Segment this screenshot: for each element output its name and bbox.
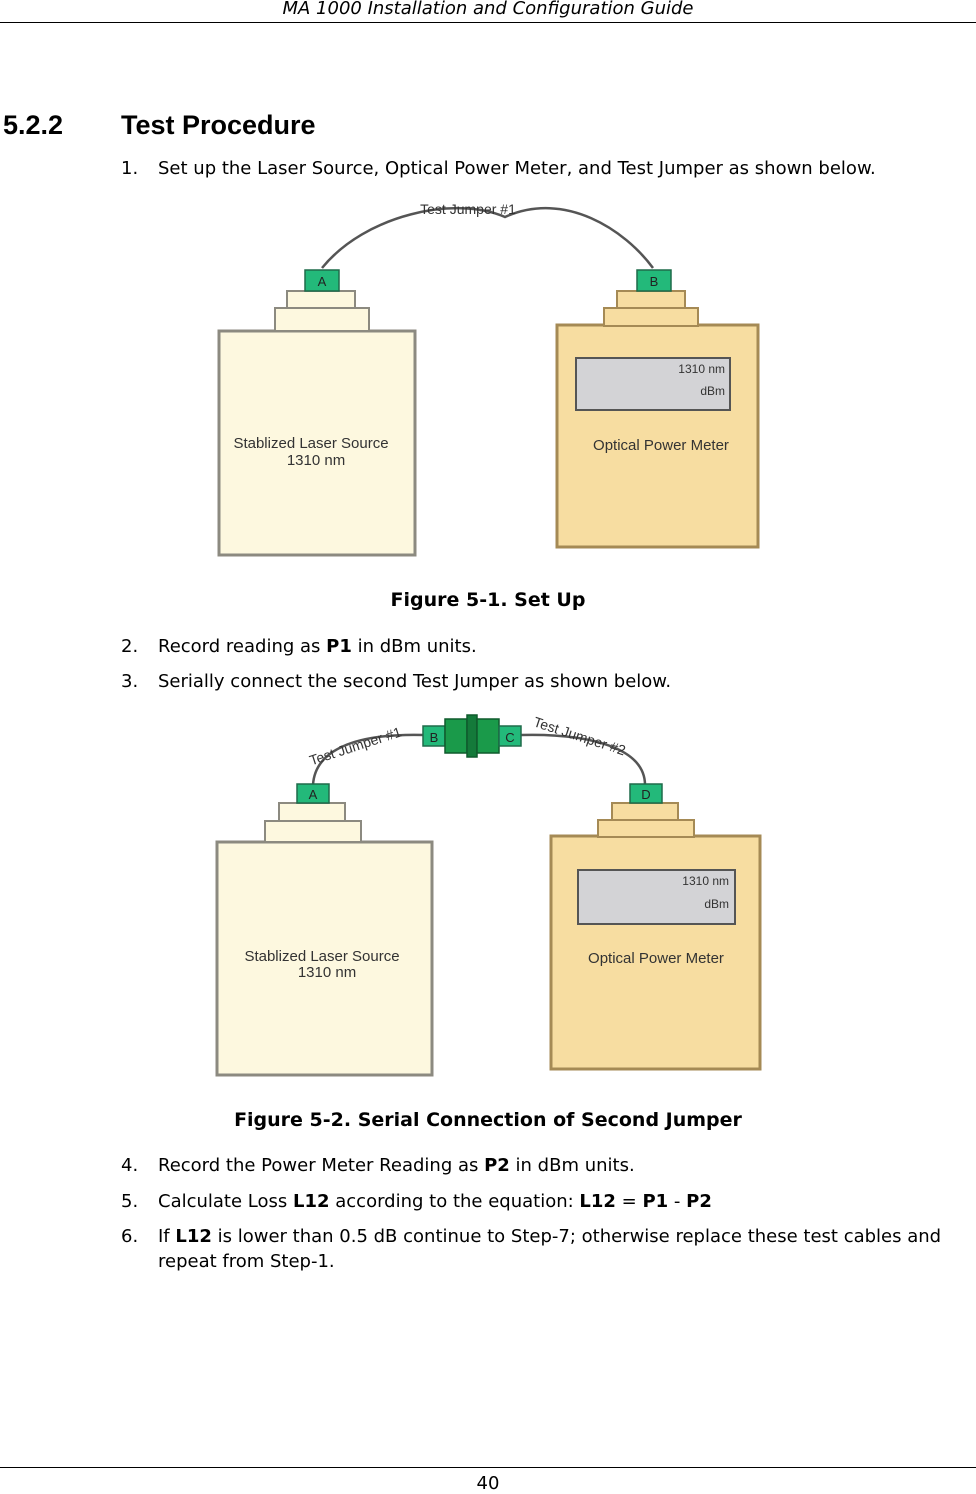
test-jumper-1-cable <box>311 733 426 786</box>
connector-b-label: B <box>650 274 659 289</box>
connector-a <box>304 269 340 292</box>
step-text: Serially connect the second Test Jumper … <box>158 671 672 692</box>
figure-5-1-caption: Figure 5-1. Set Up <box>390 589 586 611</box>
step-text: Calculate Loss L12 according to the equa… <box>158 1191 712 1212</box>
test-jumper-1-label: Test Jumper #1 <box>307 723 403 768</box>
section-title: Test Procedure <box>121 110 316 140</box>
page-number: 40 <box>476 1473 500 1494</box>
figure-5-2-caption: Figure 5-2. Serial Connection of Second … <box>234 1109 742 1131</box>
meter-display <box>575 357 731 411</box>
meter-name: Optical Power Meter <box>588 950 724 967</box>
figure-5-2: Test Jumper #1 Test Jumper #2 B C A Stab… <box>215 714 762 1077</box>
laser-source-device: A Stablized Laser Source 1310 nm <box>217 269 417 557</box>
section-number: 5.2.2 <box>3 110 64 140</box>
connector-a-label: A <box>318 274 327 289</box>
laser-source-device: A Stablized Laser Source 1310 nm <box>215 783 434 1077</box>
figure-5-1: Test Jumper #1 A Stablized Laser Source … <box>217 201 760 557</box>
connector-d-label: D <box>641 787 650 802</box>
step-1: 1. Set up the Laser Source, Optical Powe… <box>121 156 966 181</box>
source-wavelength: 1310 nm <box>298 964 356 981</box>
meter-name: Optical Power Meter <box>593 437 729 454</box>
connector-b <box>636 269 672 292</box>
connector-b-label: B <box>430 730 439 745</box>
power-meter-device: B 1310 nm dBm Optical Power Meter <box>555 269 760 549</box>
display-wavelength: 1310 nm <box>678 362 725 376</box>
running-header: MA 1000 Installation and Configuration G… <box>0 0 976 23</box>
source-wavelength: 1310 nm <box>287 452 345 469</box>
connector-d <box>629 783 663 804</box>
test-jumper-1-label: Test Jumper #1 <box>420 201 516 217</box>
connector-a <box>296 783 330 804</box>
step-number: 2. <box>121 636 139 657</box>
test-jumper-1-cable <box>321 206 655 269</box>
display-wavelength: 1310 nm <box>682 874 729 888</box>
step-number: 6. <box>121 1226 139 1247</box>
step-text: Set up the Laser Source, Optical Power M… <box>158 158 876 179</box>
test-jumper-2-cable <box>519 733 647 786</box>
display-unit: dBm <box>700 384 725 398</box>
source-name: Stablized Laser Source <box>233 435 388 452</box>
step-4: 4. Record the Power Meter Reading as P2 … <box>121 1153 966 1178</box>
display-unit: dBm <box>704 897 729 911</box>
footer-rule <box>0 1467 976 1468</box>
step-text: Record the Power Meter Reading as P2 in … <box>158 1155 635 1176</box>
connector-a-label: A <box>309 787 318 802</box>
step-text: Record reading as P1 in dBm units. <box>158 636 477 657</box>
step-number: 4. <box>121 1155 139 1176</box>
meter-display <box>577 869 736 925</box>
inline-coupler: B C <box>422 714 522 758</box>
step-text: If L12 is lower than 0.5 dB continue to … <box>158 1226 942 1272</box>
step-number: 3. <box>121 671 139 692</box>
connector-c-label: C <box>505 730 514 745</box>
source-name: Stablized Laser Source <box>244 948 399 965</box>
step-2: 2. Record reading as P1 in dBm units. <box>121 634 966 659</box>
step-6: 6. If L12 is lower than 0.5 dB continue … <box>121 1224 966 1274</box>
step-number: 1. <box>121 158 139 179</box>
step-number: 5. <box>121 1191 139 1212</box>
power-meter-device: D 1310 nm dBm Optical Power Meter <box>549 783 762 1071</box>
step-5: 5. Calculate Loss L12 according to the e… <box>121 1189 966 1214</box>
step-3: 3. Serially connect the second Test Jump… <box>121 669 966 694</box>
